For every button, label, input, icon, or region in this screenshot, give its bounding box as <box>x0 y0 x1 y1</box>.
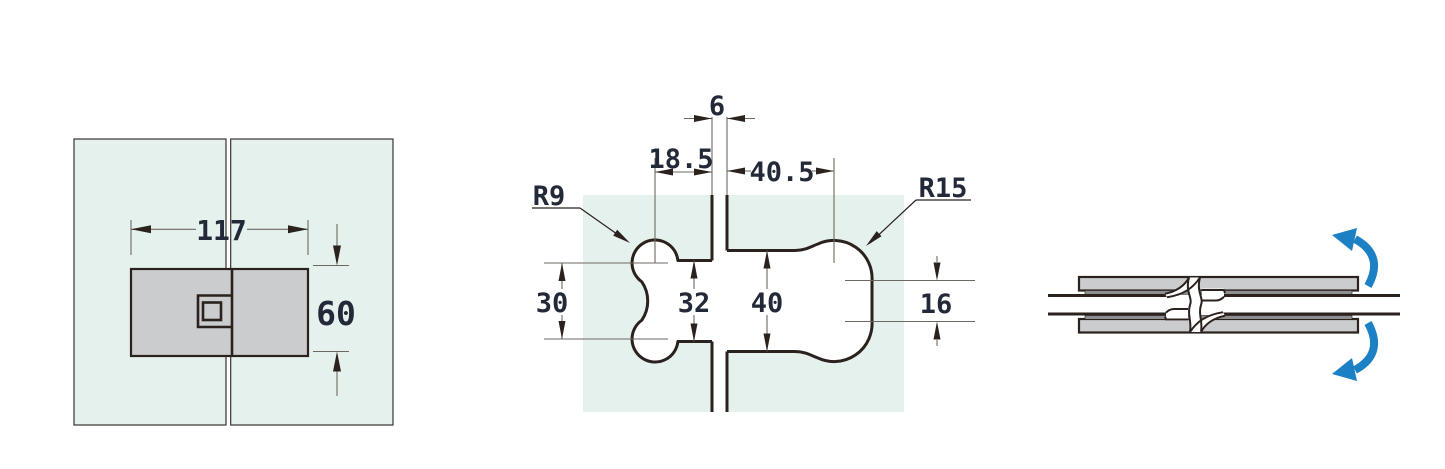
dim-arrow-up <box>333 351 341 372</box>
swing-arrow-down-head <box>1332 358 1357 381</box>
clamp-plate-bottom <box>1077 317 1360 334</box>
front-view: 117 60 <box>73 138 394 426</box>
dim-text-30: 30 <box>536 288 569 319</box>
dim-arrow-left <box>131 225 151 234</box>
dim-text-32: 32 <box>678 288 711 319</box>
clamp-plate-top <box>1077 275 1360 292</box>
radius-label-r9: R9 <box>532 181 630 243</box>
dim-right-offset-40-5: 40.5 <box>727 157 835 263</box>
dim-left-offset-18-5: 18.5 <box>648 144 714 263</box>
dim-text-r15: R15 <box>919 173 968 204</box>
hinge-latch-detail <box>196 294 231 329</box>
hinge-knuckle-section <box>1164 276 1226 333</box>
swing-arrow-up-head <box>1332 228 1357 251</box>
side-view <box>1048 228 1400 381</box>
pivot-channel <box>1186 277 1203 332</box>
cutout-view: 6 18.5 40.5 R9 <box>532 91 975 412</box>
leader-arrow-r9 <box>613 229 630 243</box>
hinge-body <box>129 267 310 358</box>
dim-arrow-down <box>333 245 341 266</box>
clamp-jaw-lower <box>1164 308 1188 321</box>
dim-text-60: 60 <box>316 294 356 333</box>
cutout-left-fill <box>632 239 712 363</box>
dim-arrow-right <box>288 225 308 234</box>
dim-text-40: 40 <box>751 288 784 319</box>
leader-arrow-r15 <box>866 231 882 246</box>
dim-width-117: 117 <box>130 214 309 255</box>
dim-text-6: 6 <box>709 91 725 122</box>
latch-inner-square <box>201 301 223 322</box>
dim-gap-6: 6 <box>684 91 755 195</box>
cutout-right-fill <box>727 240 873 362</box>
dim-left-opening-32: 32 <box>678 260 711 342</box>
latch-bracket <box>196 294 231 329</box>
dim-text-117: 117 <box>196 214 247 247</box>
clamp-jaw-upper <box>1202 289 1226 302</box>
swing-arrow-down-curve <box>1352 321 1379 374</box>
swing-direction-arrows <box>1332 228 1379 381</box>
swing-arrow-up-curve <box>1352 235 1379 288</box>
radius-label-r15: R15 <box>866 173 971 246</box>
dim-text-40-5: 40.5 <box>749 157 814 188</box>
dim-lobe-pitch-30: 30 <box>536 262 668 340</box>
dim-right-flat-16: 16 <box>845 256 975 346</box>
dim-height-60: 60 <box>313 224 356 396</box>
glass-section-lines <box>1048 294 1400 316</box>
dim-right-opening-40: 40 <box>751 250 784 352</box>
dim-text-r9: R9 <box>533 181 566 212</box>
slot-edges <box>710 195 729 412</box>
cutout-right-outline <box>727 238 874 364</box>
dim-text-18-5: 18.5 <box>648 144 713 175</box>
dim-text-16: 16 <box>920 289 953 320</box>
